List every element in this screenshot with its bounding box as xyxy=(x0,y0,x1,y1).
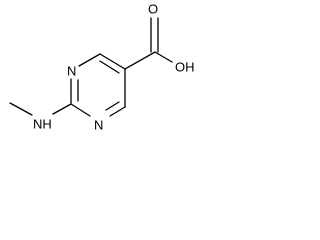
bond-c2-nh xyxy=(52,103,72,115)
bond-carboxyl-oh xyxy=(154,51,173,63)
bond-c5-c6-inner xyxy=(99,60,120,74)
chemical-structure-diagram: N N O OH NH xyxy=(9,2,195,133)
atom-labels: N N O OH NH xyxy=(33,2,195,133)
bonds xyxy=(9,17,173,117)
atom-label-amine: NH xyxy=(33,117,52,132)
atom-label-ring-n-bottom: N xyxy=(94,118,103,133)
bond-c2-n3 xyxy=(70,103,91,117)
atom-label-ring-n-top: N xyxy=(67,64,76,79)
bond-nh-methyl xyxy=(9,102,33,116)
atom-label-carbonyl-o: O xyxy=(148,2,158,17)
atom-label-hydroxyl: OH xyxy=(175,60,195,75)
bond-n3-c4-inner xyxy=(105,101,120,111)
bond-c5-carboxyl xyxy=(124,51,156,70)
bond-c5-c6 xyxy=(99,53,126,70)
bond-n3-c4 xyxy=(109,106,126,117)
bond-c6-n1 xyxy=(78,53,101,67)
